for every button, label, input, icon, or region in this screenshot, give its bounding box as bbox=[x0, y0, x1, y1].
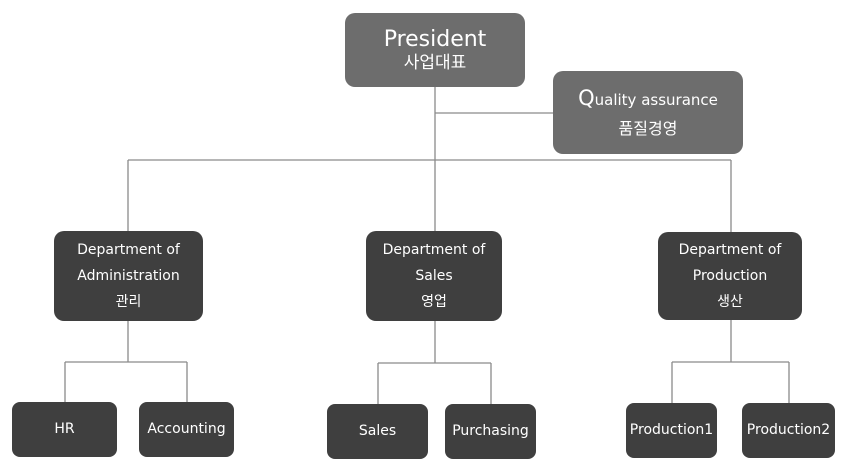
team-production2-label: Production2 bbox=[746, 422, 831, 439]
department-administration-box: Department of Administration 관리 bbox=[54, 231, 203, 321]
dept-admin-line2: Administration bbox=[77, 268, 180, 284]
dept-sales-line2: Sales bbox=[415, 268, 453, 284]
team-sales-label: Sales bbox=[358, 423, 397, 440]
dept-prod-line1: Department of bbox=[678, 242, 782, 258]
quality-title-rest: uality assurance bbox=[594, 91, 718, 110]
team-purchasing-label: Purchasing bbox=[452, 423, 529, 440]
team-sales-box: Sales bbox=[327, 404, 428, 459]
quality-subtitle: 품질경영 bbox=[618, 119, 678, 139]
team-hr-label: HR bbox=[54, 421, 75, 438]
dept-admin-line3: 관리 bbox=[115, 294, 142, 310]
dept-admin-line1: Department of bbox=[77, 242, 180, 258]
team-production1-label: Production1 bbox=[629, 422, 714, 439]
team-production2-box: Production2 bbox=[742, 403, 835, 458]
president-subtitle: 사업대표 bbox=[403, 52, 467, 73]
team-hr-box: HR bbox=[12, 402, 117, 457]
president-title: President bbox=[383, 26, 487, 52]
dept-sales-line1: Department of bbox=[382, 242, 486, 258]
team-production1-box: Production1 bbox=[626, 403, 717, 458]
team-purchasing-box: Purchasing bbox=[445, 404, 536, 459]
dept-prod-line3: 생산 bbox=[717, 294, 743, 310]
president-box: President 사업대표 bbox=[345, 13, 525, 87]
quality-title-initial: Q bbox=[578, 86, 595, 111]
department-production-box: Department of Production 생산 bbox=[658, 232, 802, 320]
team-accounting-label: Accounting bbox=[147, 421, 226, 438]
dept-sales-line3: 영업 bbox=[421, 294, 447, 310]
dept-prod-line2: Production bbox=[692, 268, 768, 284]
department-sales-box: Department of Sales 영업 bbox=[366, 231, 502, 321]
quality-title: Quality assurance bbox=[578, 86, 718, 110]
team-accounting-box: Accounting bbox=[139, 402, 234, 457]
quality-assurance-box: Quality assurance 품질경영 bbox=[553, 71, 743, 154]
